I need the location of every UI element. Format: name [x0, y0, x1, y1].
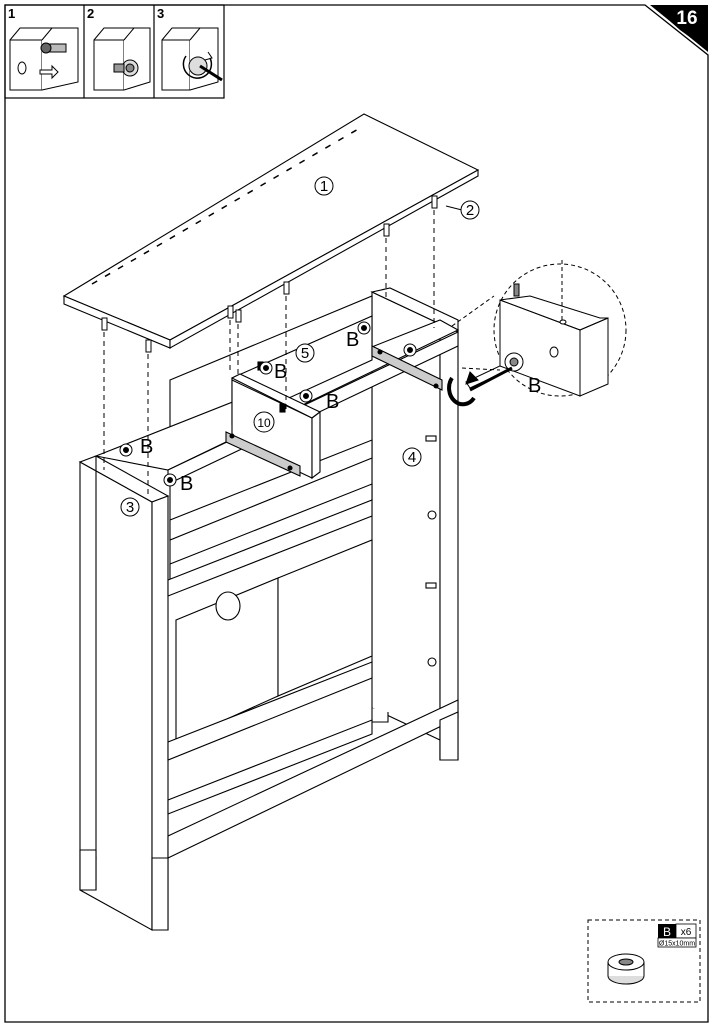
cam-lock-icon	[607, 953, 645, 985]
legend-quantity: x6	[681, 927, 692, 938]
fitting-label: B	[140, 436, 153, 458]
fitting-label: B	[346, 329, 359, 351]
drawer-assembly	[225, 315, 443, 480]
cam-lock-icon	[119, 443, 133, 457]
zoom-detail	[451, 260, 627, 397]
part-label-5: 5	[301, 345, 309, 362]
cam-lock-markers	[119, 321, 417, 487]
substep-1-label: 1	[8, 6, 15, 21]
part-label-4: 4	[408, 449, 416, 466]
page-border	[4, 4, 709, 1023]
legend-code: B	[663, 925, 671, 939]
substep-3-label: 3	[157, 6, 164, 21]
fitting-label: B	[274, 361, 287, 383]
step-badge: 16	[650, 5, 708, 52]
fitting-label: B	[326, 391, 339, 413]
hardware-legend: B x6 Ø15x10mm	[587, 919, 701, 1003]
cam-lock-icon	[357, 321, 371, 335]
screwdriver-icon	[161, 27, 223, 91]
dowel-icon	[9, 27, 79, 91]
rotation-arrow-icon	[465, 371, 479, 385]
cam-lock-icon	[504, 352, 524, 372]
top-panel	[62, 113, 480, 349]
cam-lock-icon	[93, 27, 151, 91]
dowel-icon	[101, 195, 438, 353]
part-label-2: 2	[466, 202, 474, 219]
dowel-guides	[101, 195, 463, 496]
part-labels	[120, 176, 480, 517]
step-number: 16	[676, 8, 697, 29]
substep-2-label: 2	[87, 6, 94, 21]
fitting-label: B	[180, 473, 193, 495]
cam-lock-icon	[259, 361, 273, 375]
cam-lock-icon	[403, 343, 417, 357]
part-label-1: 1	[320, 178, 328, 195]
cam-lock-icon	[299, 389, 313, 403]
part-label-3: 3	[126, 499, 134, 516]
substep-panel: 1 2 3	[4, 4, 225, 99]
cam-lock-icon	[163, 473, 177, 487]
fitting-label: B	[528, 375, 541, 397]
part-label-10: 10	[257, 416, 271, 430]
legend-size: Ø15x10mm	[659, 941, 695, 948]
